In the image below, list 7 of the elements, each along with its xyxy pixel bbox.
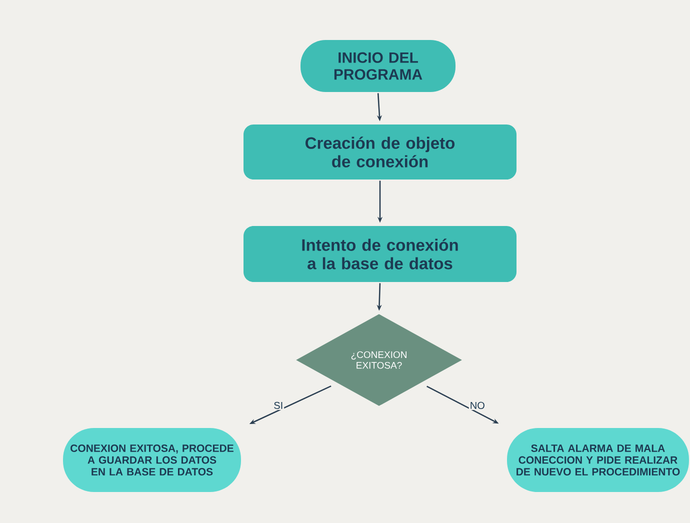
process-box: Intento de conexión a la base de datos xyxy=(244,226,516,282)
result-box: SALTA ALARMA DE MALA CONECCION Y PIDE REALIZAR DE NUEVO EL PROCEDIMIENTO xyxy=(507,428,689,492)
edge-label: SI xyxy=(274,402,282,409)
terminal-box: INICIO DEL PROGRAMA xyxy=(300,40,456,92)
process-box: Creación de objeto de conexión xyxy=(244,124,516,180)
edge-label: NO xyxy=(470,402,484,409)
result-box: CONEXION EXITOSA, PROCEDE A GUARDAR LOS DATOS EN LA BASE DE DATOS xyxy=(63,428,241,492)
